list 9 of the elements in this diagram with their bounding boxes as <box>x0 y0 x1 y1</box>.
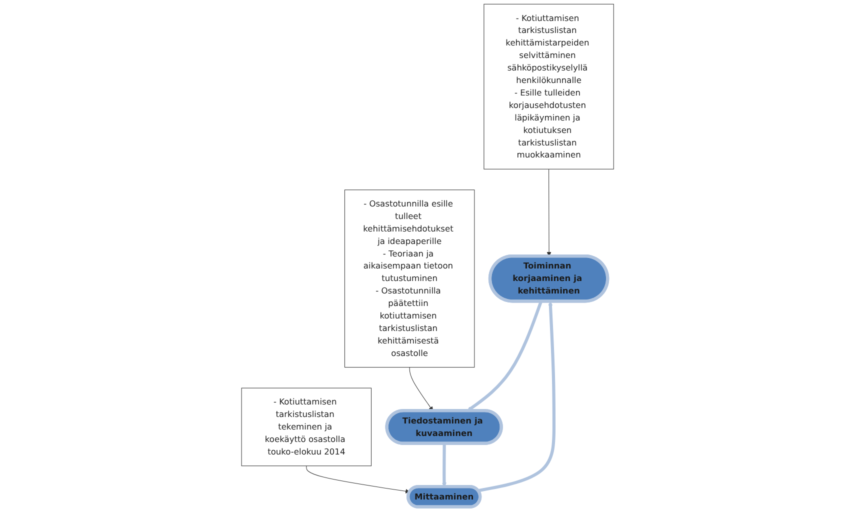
node-box: - Kotiuttamisen tarkistuslistan tekeminen ja koekäyttö osastolla touko-elokuu 2014 <box>241 388 372 466</box>
node-box: - Kotiuttamisen tarkistuslistan kehittämistarpeiden selvittäminen sähköpostikyselyllä henkilökunnalle - Esille tulleiden korjausehdotusten läpikäyminen ja kotiutuksen tarkistuslistan muokkaaminen <box>484 4 614 170</box>
arrow <box>478 301 556 492</box>
arrow <box>546 168 552 256</box>
arrow <box>467 300 542 412</box>
arrow <box>409 367 433 412</box>
arrow <box>442 444 446 488</box>
node-box: - Osastotunnilla esille tulleet kehittämisehdotukset ja ideapaperille - Teoriaan ja aikaisempaan tietoon tutustuminen - Osastotunnilla päätettiin kotiuttamisen tarkistuslistan kehittämisestä osastolle <box>344 190 475 368</box>
arrow <box>306 466 410 494</box>
